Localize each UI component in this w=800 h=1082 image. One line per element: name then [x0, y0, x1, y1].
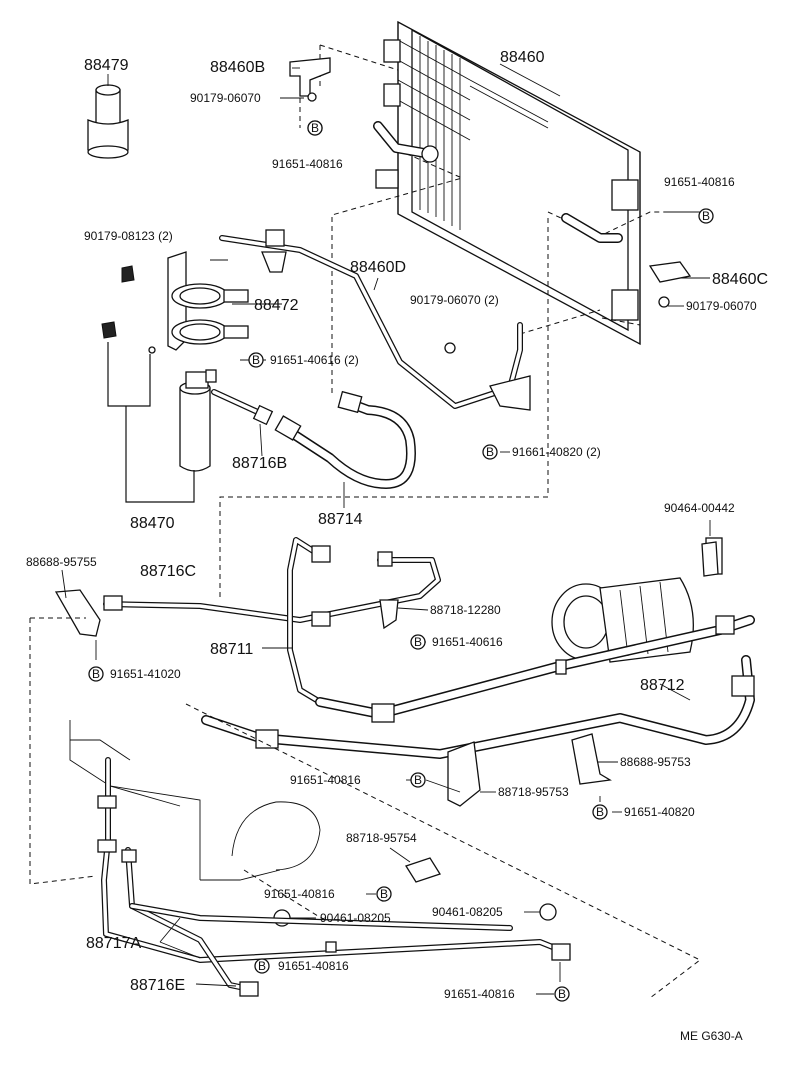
bolt-marker-text: B [311, 121, 319, 135]
label-88460c: 88460C [712, 271, 768, 288]
bolt-marker-text: B [414, 635, 422, 649]
bolt-marker-text: B [92, 667, 100, 681]
hose-88714 [274, 390, 416, 489]
figure-code: ME G630-A [680, 1029, 743, 1043]
label-91651-40816-d: 91651-40816 [264, 887, 335, 901]
label-88716c: 88716C [140, 563, 196, 580]
label-90179-06070-a: 90179-06070 [190, 91, 261, 105]
bolt-marker: B [307, 120, 323, 136]
label-91651-40616: 91651-40616 [432, 635, 503, 649]
label-91651-40816-a: 91651-40816 [272, 157, 343, 171]
label-90179-06070-b: 90179-06070 [686, 299, 757, 313]
label-88711: 88711 [210, 641, 253, 658]
tube-88716b [211, 389, 274, 426]
label-91651-40616-2: 91651-40616 (2) [270, 353, 359, 367]
receiver-dryer-88470 [101, 321, 217, 503]
label-88470: 88470 [130, 515, 175, 532]
label-88472: 88472 [254, 297, 299, 314]
label-88712: 88712 [640, 677, 685, 694]
label-88714: 88714 [318, 511, 363, 528]
label-90179-08123: 90179-08123 (2) [84, 229, 173, 243]
bolt-marker: B [554, 986, 570, 1002]
bolt-marker: B [410, 634, 426, 650]
label-90464-00442: 90464-00442 [664, 501, 735, 515]
label-88717a: 88717A [86, 935, 141, 952]
bolt-marker: B [376, 886, 392, 902]
bolt-markers: B B B B B B B B B B B [88, 120, 714, 1002]
label-88460b: 88460B [210, 59, 265, 76]
bolt-marker-text: B [258, 959, 266, 973]
label-88460: 88460 [500, 49, 545, 66]
bolt-marker: B [254, 958, 270, 974]
bolt-marker-text: B [380, 887, 388, 901]
bolt-marker: B [482, 444, 498, 460]
condenser-inlet-fittings [373, 121, 439, 189]
lower-clamps [54, 541, 719, 927]
label-90461-08205-a: 90461-08205 [320, 911, 391, 925]
label-88460d: 88460D [350, 259, 406, 276]
bolt-marker-text: B [702, 209, 710, 223]
bolt-marker-text: B [414, 773, 422, 787]
label-88716b: 88716B [232, 455, 287, 472]
bolt-marker: B [88, 666, 104, 682]
label-88718-12280: 88718-12280 [430, 603, 501, 617]
label-91651-40816-b: 91651-40816 [664, 175, 735, 189]
bolt-marker: B [698, 208, 714, 224]
label-88716e: 88716E [130, 977, 185, 994]
compressor [551, 537, 723, 663]
condenser-outlet-fittings [561, 213, 692, 308]
label-91661-40820-2: 91661-40820 (2) [512, 445, 601, 459]
pipe-88717a [97, 757, 571, 997]
label-91651-40816-e: 91651-40816 [278, 959, 349, 973]
bolt-marker: B [248, 352, 264, 368]
receiver-cap-88479 [87, 84, 129, 159]
condenser-88460 [383, 20, 641, 346]
label-91651-41020: 91651-41020 [110, 667, 181, 681]
label-90461-08205-b: 90461-08205 [432, 905, 503, 919]
bolt-marker-text: B [252, 353, 260, 367]
label-91651-40820: 91651-40820 [624, 805, 695, 819]
label-91651-40816-c: 91651-40816 [290, 773, 361, 787]
bolt-marker-text: B [486, 445, 494, 459]
label-88479: 88479 [84, 57, 129, 74]
label-88688-95753: 88688-95753 [620, 755, 691, 769]
bolt-marker-text: B [596, 805, 604, 819]
label-88718-95753: 88718-95753 [498, 785, 569, 799]
leader-lines [61, 63, 711, 995]
bolt-marker: B [410, 772, 426, 788]
tube-88460d [219, 229, 531, 411]
tube-88711 [103, 537, 441, 705]
hose-88712 [201, 615, 755, 759]
label-88688-95755: 88688-95755 [26, 555, 97, 569]
part-labels: 88479 88460B 88460 90179-06070 91651-408… [26, 49, 768, 1043]
label-91651-40816-f: 91651-40816 [444, 987, 515, 1001]
receiver-bracket-88472 [121, 251, 249, 351]
bolt-marker: B [592, 804, 608, 820]
label-90179-06070-2: 90179-06070 (2) [410, 293, 499, 307]
bolt-marker-text: B [558, 987, 566, 1001]
label-88718-95754: 88718-95754 [346, 831, 417, 845]
